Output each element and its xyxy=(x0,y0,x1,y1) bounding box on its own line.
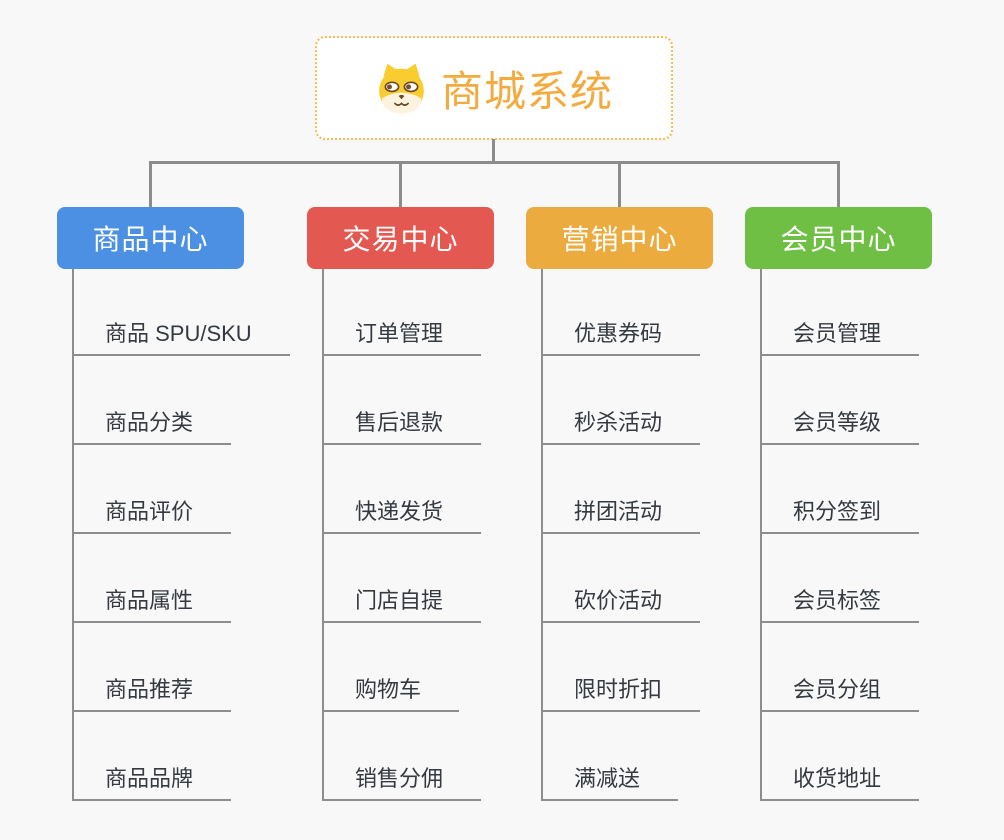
child-topic[interactable]: 商品 SPU/SKU xyxy=(72,317,290,356)
child-topic[interactable]: 满减送 xyxy=(541,762,679,801)
child-topic[interactable]: 商品品牌 xyxy=(72,762,232,801)
child-topic[interactable]: 限时折扣 xyxy=(541,673,701,712)
child-topic[interactable]: 秒杀活动 xyxy=(541,406,701,445)
child-topic[interactable]: 拼团活动 xyxy=(541,495,701,534)
child-topic[interactable]: 会员分组 xyxy=(760,673,920,712)
connector-drop xyxy=(399,161,402,207)
branch-node[interactable]: 交易中心 xyxy=(307,207,494,269)
child-topic[interactable]: 售后退款 xyxy=(322,406,482,445)
branch-node[interactable]: 会员中心 xyxy=(745,207,932,269)
child-topic[interactable]: 订单管理 xyxy=(322,317,482,356)
child-topic[interactable]: 商品推荐 xyxy=(72,673,232,712)
child-topic[interactable]: 销售分佣 xyxy=(322,762,482,801)
branch-child-spine xyxy=(322,269,324,801)
child-topic[interactable]: 收货地址 xyxy=(760,762,920,801)
connector-drop xyxy=(149,161,152,207)
branch-label: 交易中心 xyxy=(342,224,459,255)
child-topic[interactable]: 购物车 xyxy=(322,673,460,712)
child-topic[interactable]: 积分签到 xyxy=(760,495,920,534)
branch-node[interactable]: 营销中心 xyxy=(526,207,713,269)
connector-rail xyxy=(149,161,840,164)
branch-child-spine xyxy=(541,269,543,801)
branch-child-spine xyxy=(72,269,74,801)
branch-label: 商品中心 xyxy=(92,224,209,255)
child-topic[interactable]: 优惠券码 xyxy=(541,317,701,356)
child-topic[interactable]: 商品评价 xyxy=(72,495,232,534)
root-node[interactable]: 商城系统 xyxy=(315,36,673,140)
branch-label: 会员中心 xyxy=(780,224,897,255)
child-topic[interactable]: 商品分类 xyxy=(72,406,232,445)
child-topic[interactable]: 砍价活动 xyxy=(541,584,701,623)
branch-child-spine xyxy=(760,269,762,801)
branch-node[interactable]: 商品中心 xyxy=(57,207,244,269)
child-topic[interactable]: 会员标签 xyxy=(760,584,920,623)
shiba-dog-icon xyxy=(375,62,428,115)
connector-drop xyxy=(837,161,840,207)
connector-drop xyxy=(618,161,621,207)
child-topic[interactable]: 门店自提 xyxy=(322,584,482,623)
child-topic[interactable]: 快递发货 xyxy=(322,495,482,534)
child-topic[interactable]: 会员管理 xyxy=(760,317,920,356)
child-topic[interactable]: 会员等级 xyxy=(760,406,920,445)
branch-label: 营销中心 xyxy=(561,224,678,255)
root-label: 商城系统 xyxy=(440,67,613,115)
connector-trunk xyxy=(492,139,495,164)
child-topic[interactable]: 商品属性 xyxy=(72,584,232,623)
